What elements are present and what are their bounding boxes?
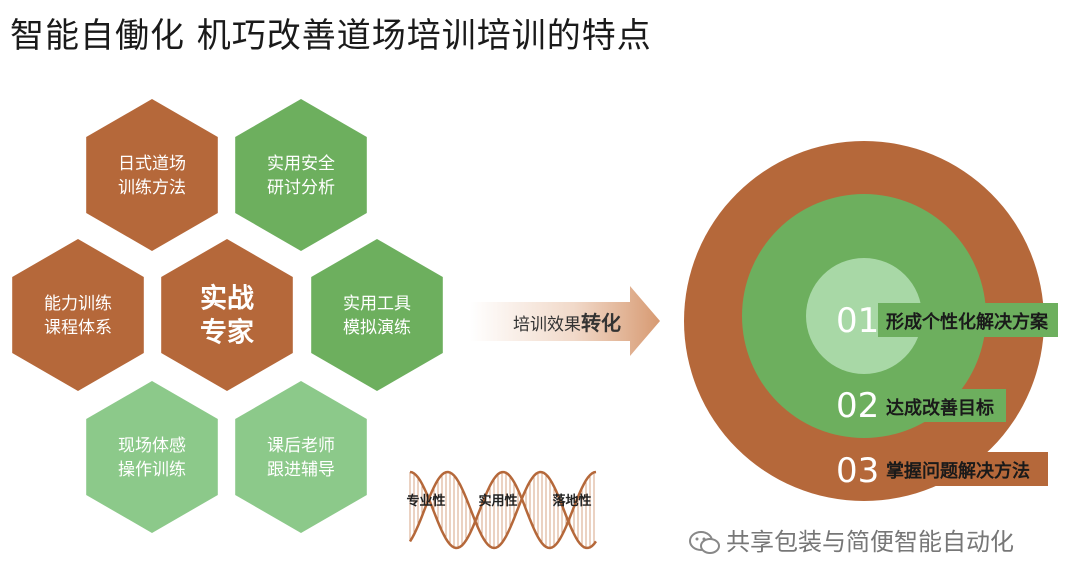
hex-ability-course-text-2: 课程体系 [44,318,112,338]
watermark-text: 共享包装与简便智能自动化 [726,528,1014,556]
target-label-bg-1 [878,303,1058,337]
arrow-shape [470,286,660,356]
hex-practical-expert-text-2: 专家 [200,317,254,349]
wechat-icon [689,531,720,554]
hex-tool-simulation-shape [311,239,443,391]
hex-safety-study-shape [235,99,367,251]
target-number-2: 02 [836,386,879,426]
target-label-3: 掌握问题解决方法 [886,460,1030,482]
hexagon-cluster: 日式道场训练方法实用安全研讨分析能力训练课程体系实战专家实用工具模拟演练现场体感… [12,99,443,533]
target-label-bg-2 [878,389,1006,422]
hex-ability-course-shape [12,239,144,391]
hex-teacher-followup-shape [235,381,367,533]
target-label-bg-3 [878,452,1048,486]
target-label-2: 达成改善目标 [886,397,994,419]
wave-label-1: 专业性 [406,493,445,509]
inner-circle [806,258,922,374]
hex-practical-expert-shape [161,239,293,391]
hex-safety-study-text-1: 实用安全 [267,154,335,174]
hex-japan-dojo-shape [86,99,218,251]
wave-label-3: 落地性 [552,493,591,509]
hex-teacher-followup-text-2: 跟进辅导 [267,460,335,480]
wave-curve-1 [409,470,597,550]
hex-onsite-training-text-1: 现场体感 [118,436,186,456]
watermark: 共享包装与简便智能自动化 [688,522,1014,557]
hex-onsite-training-shape [86,381,218,533]
hex-onsite-training-text-2: 操作训练 [118,460,186,480]
quality-wave-graphic: 专业性 实用性 落地性 [406,470,597,550]
hex-tool-simulation-text-1: 实用工具 [343,294,411,314]
transformation-arrow: 培训效果转化 [470,286,660,356]
target-circles: 01 形成个性化解决方案 02 达成改善目标 03 掌握问题解决方法 [684,141,1058,501]
hex-japan-dojo-text-1: 日式道场 [118,154,186,174]
wave-label-2: 实用性 [478,493,517,509]
slide-title: 智能自働化 机巧改善道场培训培训的特点 [10,16,652,56]
hex-teacher-followup-text-1: 课后老师 [267,436,335,456]
wave-curve-2 [408,470,597,550]
target-label-1: 形成个性化解决方案 [886,311,1049,333]
arrow-label: 培训效果转化 [513,311,621,335]
target-number-1: 01 [836,301,879,341]
hex-safety-study-text-2: 研讨分析 [267,178,335,198]
hex-japan-dojo-text-2: 训练方法 [118,178,186,198]
target-number-3: 03 [836,451,879,491]
hex-practical-expert-text-1: 实战 [200,283,254,315]
hex-tool-simulation-text-2: 模拟演练 [343,318,411,338]
hex-ability-course-text-1: 能力训练 [44,294,112,314]
